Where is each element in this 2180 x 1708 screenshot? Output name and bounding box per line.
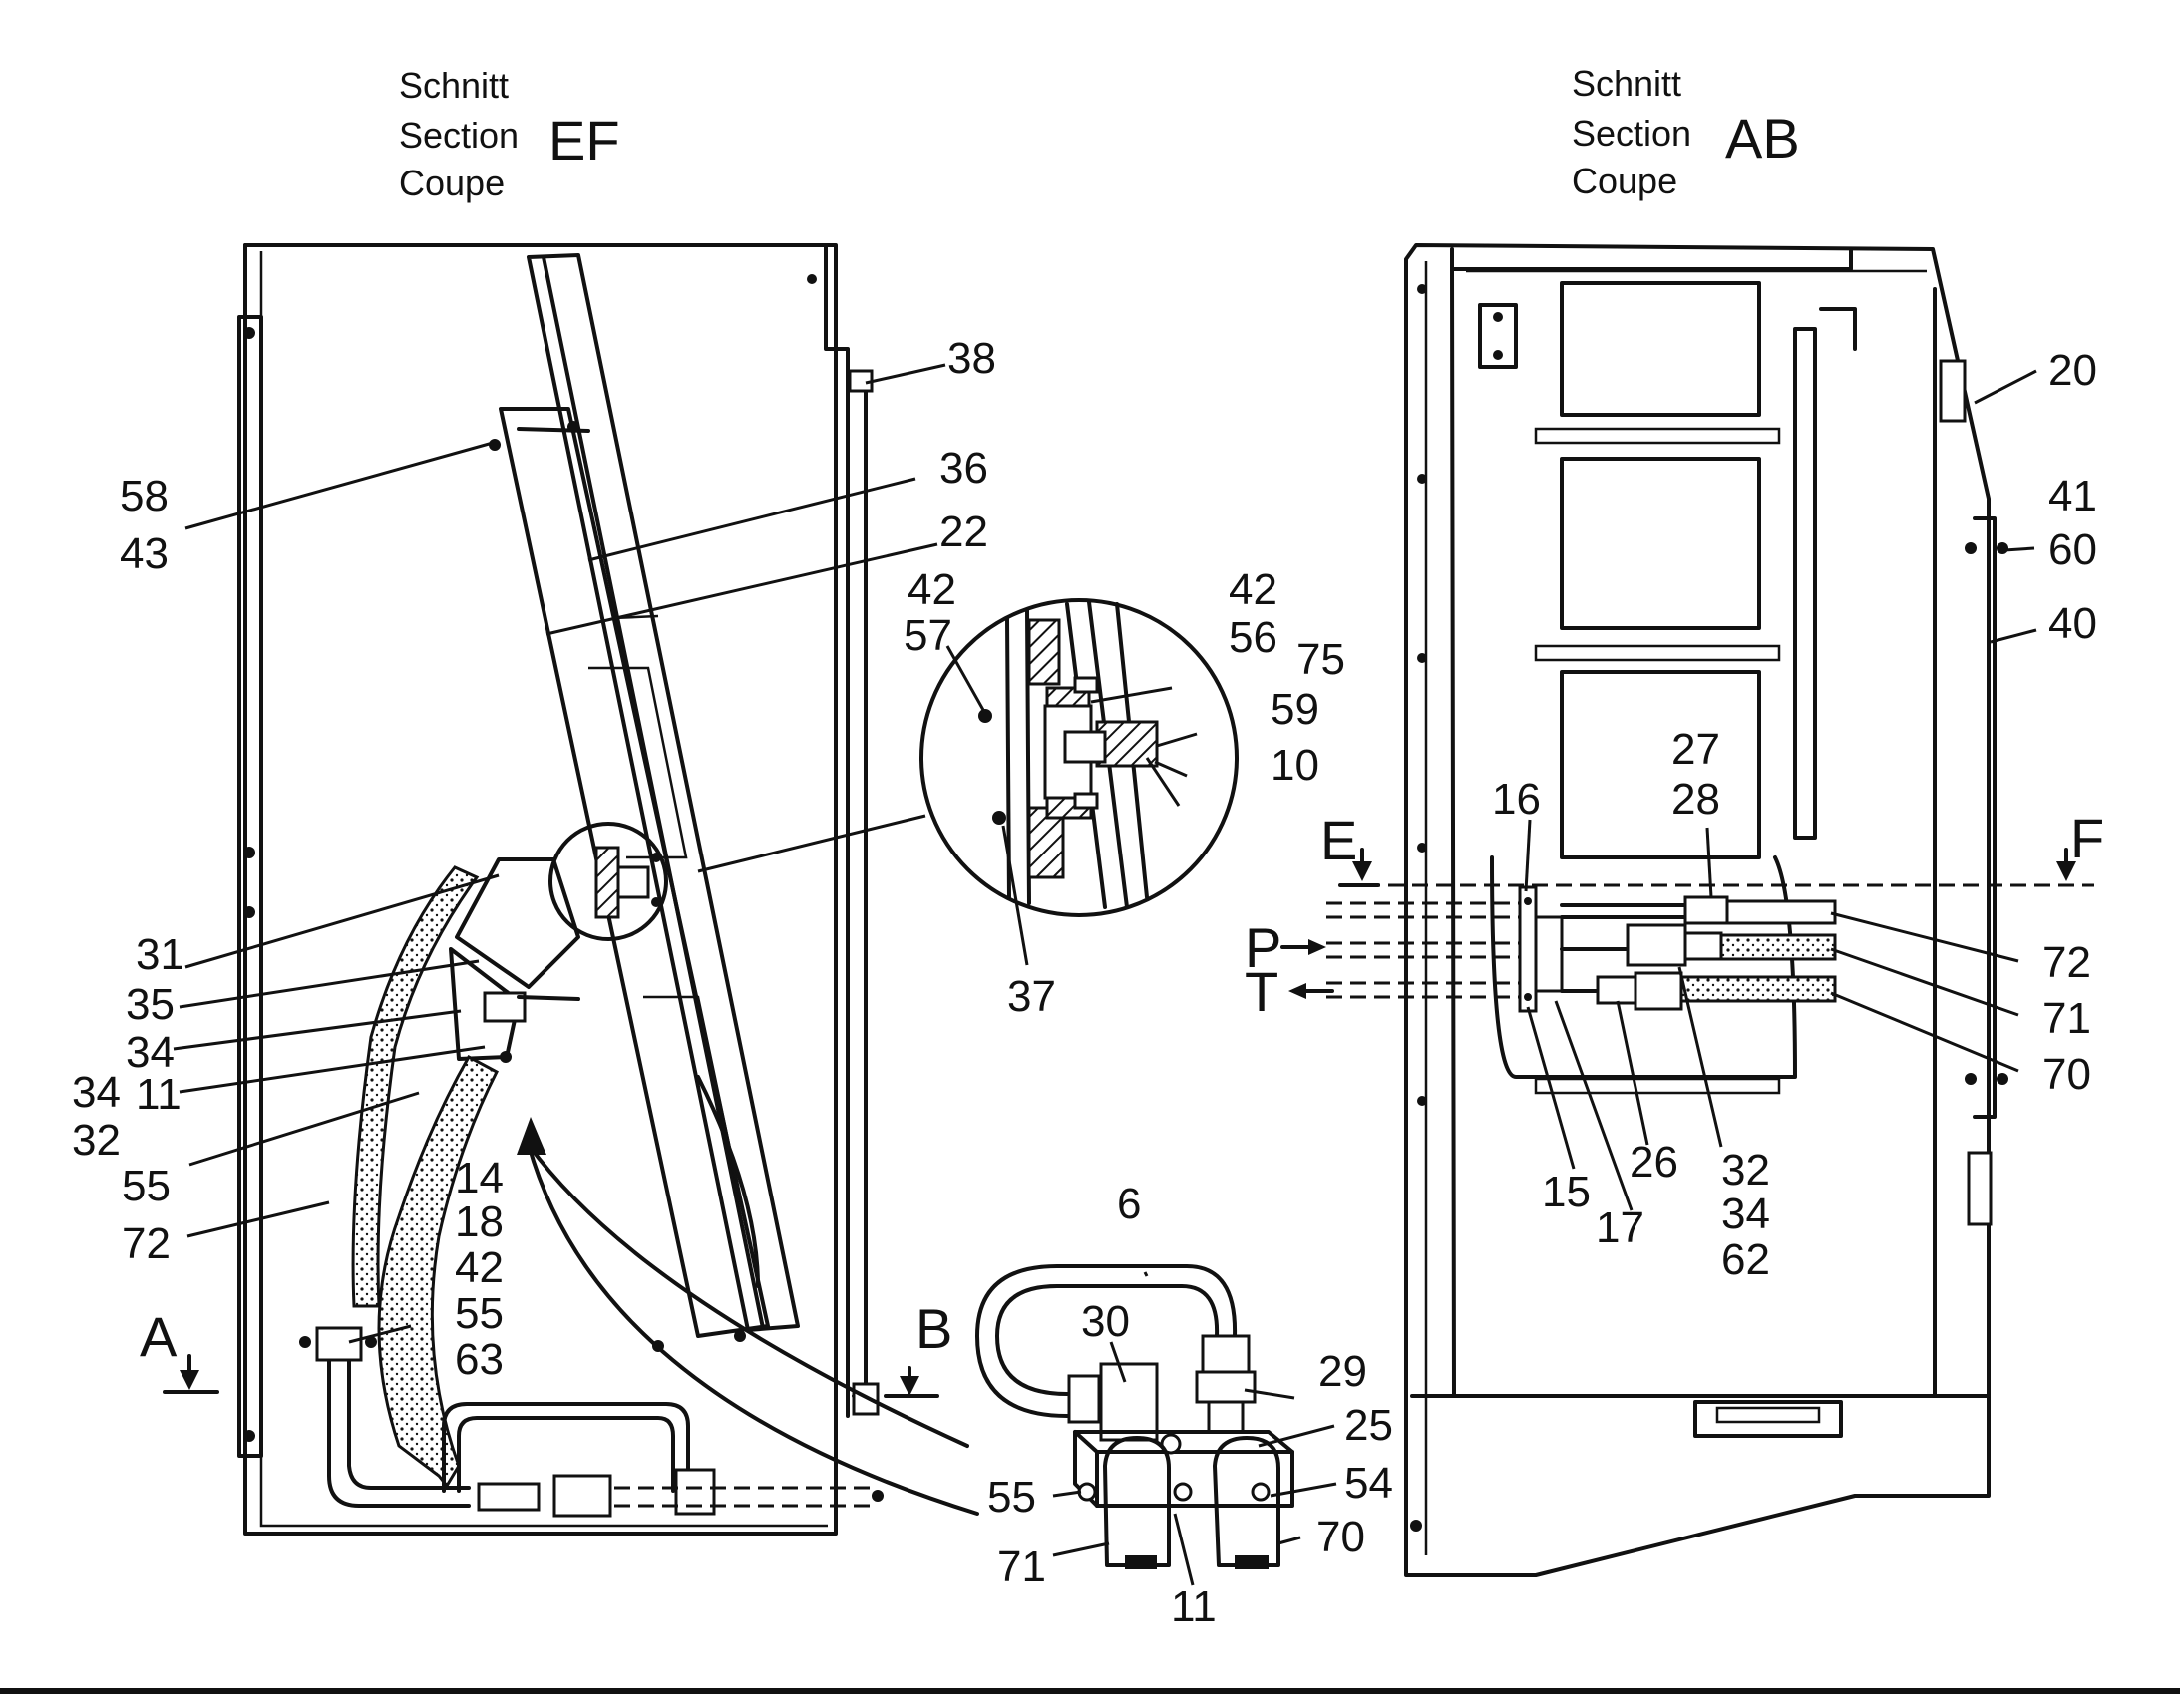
callout-55-b: 55 xyxy=(455,1289,504,1338)
leader-to-valve-detail xyxy=(517,1117,979,1516)
heading-schnitt: Schnitt xyxy=(399,65,509,106)
callout-41: 41 xyxy=(2048,472,2097,520)
detail-callout-56: 56 xyxy=(1229,613,1277,662)
detail-callout-42-a: 42 xyxy=(908,565,956,614)
callout-58: 58 xyxy=(120,472,169,520)
cut-marker-a: A xyxy=(140,1305,219,1394)
callout-11: 11 xyxy=(136,1070,182,1119)
port-label-t: T xyxy=(1245,960,1278,1023)
port-label-p: P xyxy=(1245,916,1281,979)
callout-60: 60 xyxy=(2048,525,2097,574)
valve-callout-6: 6 xyxy=(1117,1180,1141,1228)
detail-callout-37: 37 xyxy=(1007,972,1056,1021)
hydraulic-motor xyxy=(449,857,580,1063)
cut-label-e: E xyxy=(1320,809,1357,871)
callout-18: 18 xyxy=(455,1197,504,1246)
enlarged-detail: 42 57 42 56 75 59 10 37 xyxy=(697,565,1345,1021)
port-assembly xyxy=(1326,883,2094,1013)
leaders-right xyxy=(1524,369,2037,1211)
callout-63: 63 xyxy=(455,1335,504,1384)
heading-ab-coupe: Coupe xyxy=(1572,161,1677,201)
detail-callout-57: 57 xyxy=(904,611,952,660)
valve-callout-30: 30 xyxy=(1081,1297,1130,1346)
valve-callout-25: 25 xyxy=(1344,1401,1393,1450)
heading-ab-section: Section xyxy=(1572,113,1691,154)
cut-label-f: F xyxy=(2070,807,2104,869)
valve-callout-55: 55 xyxy=(987,1473,1036,1522)
callout-34-r: 34 xyxy=(1721,1190,1770,1238)
section-ab-heading: Schnitt Section Coupe AB xyxy=(1572,63,1800,201)
callout-31: 31 xyxy=(136,930,184,979)
callout-38: 38 xyxy=(947,334,996,383)
callout-26: 26 xyxy=(1630,1138,1678,1187)
port-t: T xyxy=(1245,960,1334,1023)
callout-16: 16 xyxy=(1492,775,1541,824)
callout-27: 27 xyxy=(1671,725,1720,774)
detail-callout-59: 59 xyxy=(1271,685,1319,734)
heading-coupe: Coupe xyxy=(399,163,505,203)
valve-callout-70: 70 xyxy=(1316,1513,1365,1561)
hub-detail-circle xyxy=(548,822,668,941)
callout-34-a: 34 xyxy=(126,1028,175,1077)
cut-marker-b: B xyxy=(884,1297,952,1398)
cut-label-a: A xyxy=(140,1305,178,1368)
callout-32: 32 xyxy=(72,1116,121,1165)
callout-62: 62 xyxy=(1721,1235,1770,1284)
valve-callout-71: 71 xyxy=(997,1542,1046,1591)
callout-20: 20 xyxy=(2048,346,2097,395)
radiator-core xyxy=(489,253,800,1352)
callout-72-r: 72 xyxy=(2042,938,2091,987)
leaders-left xyxy=(173,363,946,1344)
heading-ab-schnitt: Schnitt xyxy=(1572,63,1681,104)
cut-label-b: B xyxy=(915,1297,952,1360)
cut-marker-e: E xyxy=(1320,809,1380,887)
valve-callout-54: 54 xyxy=(1344,1459,1393,1508)
cut-marker-f: F xyxy=(2056,807,2104,881)
heading-section: Section xyxy=(399,115,519,156)
section-ef-view: Schnitt Section Coupe EF xyxy=(72,65,996,1536)
callout-43: 43 xyxy=(120,529,169,578)
callout-71-r: 71 xyxy=(2042,994,2091,1043)
callouts-right: 20 41 60 40 27 28 16 72 71 70 15 17 26 3… xyxy=(1492,346,2097,1284)
callout-70-r: 70 xyxy=(2042,1050,2091,1099)
valve-block-detail: 6 30 29 25 54 55 70 71 11 xyxy=(975,1180,1393,1631)
callout-14: 14 xyxy=(455,1154,504,1202)
section-ef-heading: Schnitt Section Coupe EF xyxy=(399,65,620,203)
section-id-ef: EF xyxy=(548,109,620,171)
port-p: P xyxy=(1245,916,1326,979)
detail-callout-75: 75 xyxy=(1296,635,1345,684)
housing-outline xyxy=(1404,243,2008,1577)
callout-36: 36 xyxy=(939,444,988,493)
callout-35: 35 xyxy=(126,980,175,1029)
detail-callout-42-b: 42 xyxy=(1229,565,1277,614)
callout-28: 28 xyxy=(1671,775,1720,824)
callout-17: 17 xyxy=(1596,1203,1644,1252)
valve-callout-29: 29 xyxy=(1318,1347,1367,1396)
callout-55: 55 xyxy=(122,1162,171,1210)
callout-22: 22 xyxy=(939,508,988,556)
callout-15: 15 xyxy=(1542,1168,1591,1216)
section-ab-view: Schnitt Section Coupe AB xyxy=(1245,63,2104,1577)
callout-42: 42 xyxy=(455,1243,504,1292)
section-id-ab: AB xyxy=(1725,107,1800,170)
hoses-left xyxy=(299,865,884,1518)
callout-72: 72 xyxy=(122,1219,171,1268)
callout-40: 40 xyxy=(2048,599,2097,648)
detail-callout-10: 10 xyxy=(1271,741,1319,790)
callout-34-b: 34 xyxy=(72,1068,121,1117)
valve-callout-11: 11 xyxy=(1171,1582,1217,1631)
callout-32-r: 32 xyxy=(1721,1146,1770,1195)
callouts-left: 38 36 22 58 43 31 35 34 34 11 32 55 72 1… xyxy=(72,334,996,1384)
cabinet-outline xyxy=(237,243,880,1536)
